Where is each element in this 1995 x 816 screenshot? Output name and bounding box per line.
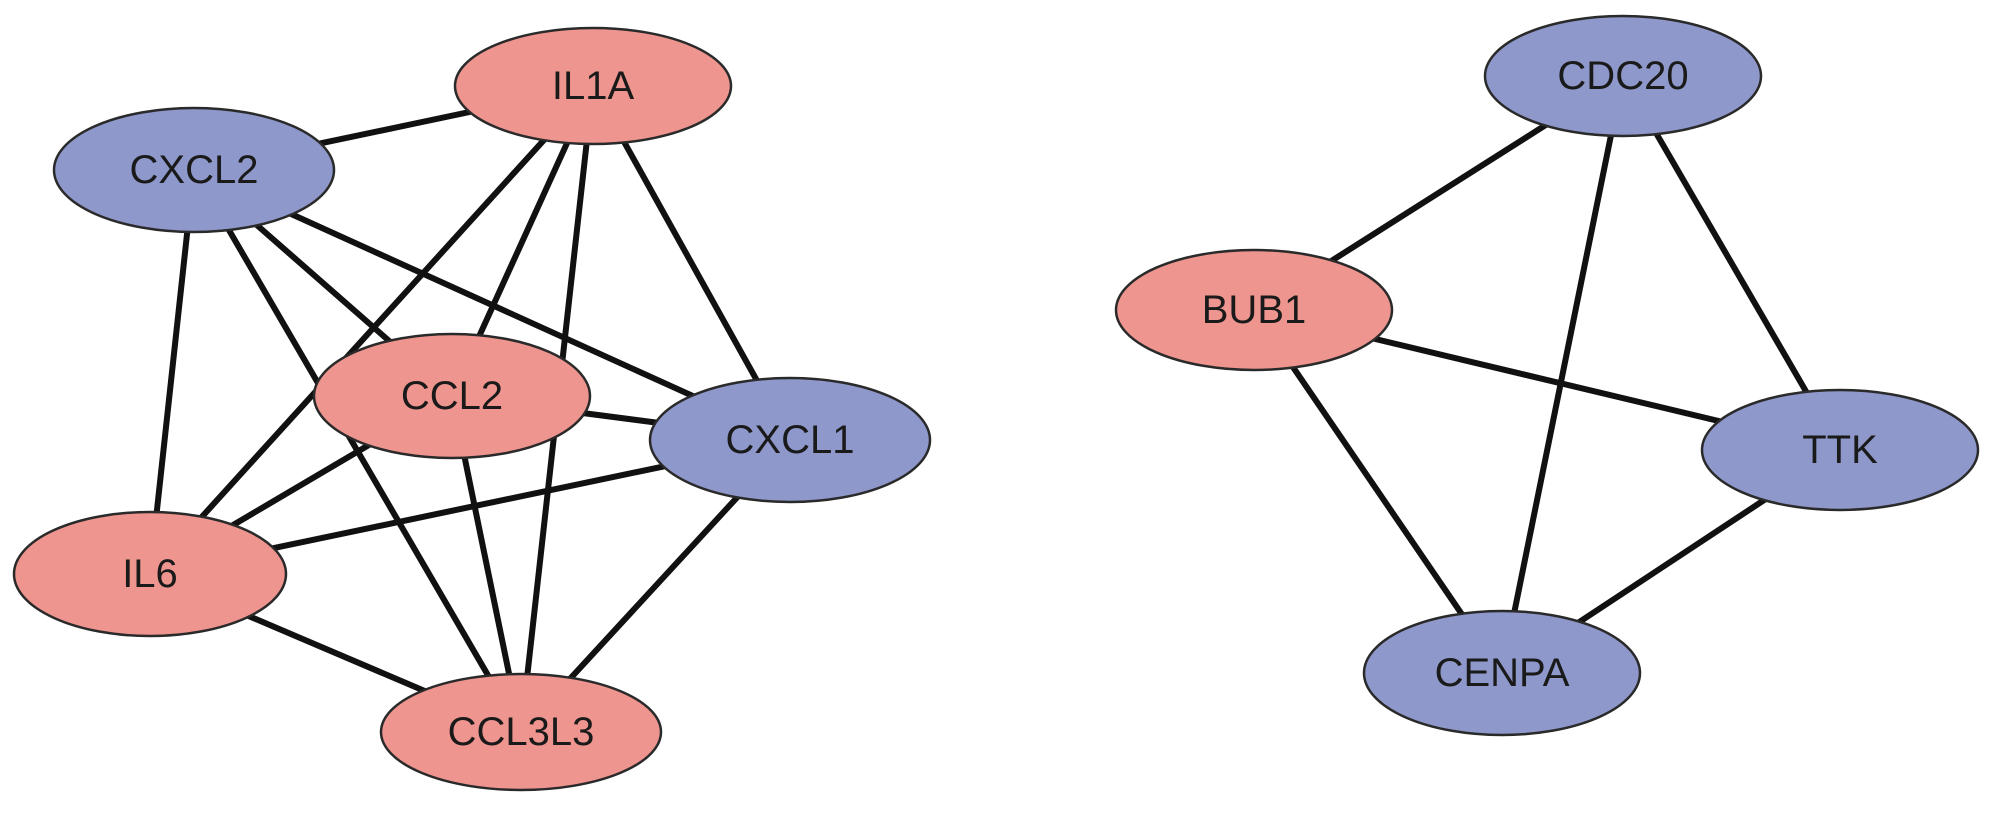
node-ellipse-il1a [453, 26, 733, 146]
node-il1a: IL1A [453, 26, 733, 146]
node-label-cenpa: CENPA [1435, 651, 1570, 695]
node-label-il1a: IL1A [552, 64, 635, 108]
node-cdc20: CDC20 [1483, 14, 1763, 138]
node-ellipse-ttk [1700, 388, 1980, 512]
node-cxcl2: CXCL2 [52, 106, 336, 234]
node-ellipse-cxcl1 [648, 376, 932, 504]
node-ellipse-ccl2 [312, 332, 592, 460]
edge-cdc20-cenpa [1499, 73, 1626, 676]
node-il6: IL6 [12, 510, 288, 638]
node-ellipse-cxcl2 [52, 106, 336, 234]
node-label-ttk: TTK [1802, 428, 1878, 472]
node-ellipse-cenpa [1362, 609, 1642, 737]
node-ttk: TTK [1700, 388, 1980, 512]
node-cxcl1: CXCL1 [648, 376, 932, 504]
node-ccl2: CCL2 [312, 332, 592, 460]
edge-il1a-il6 [147, 83, 596, 577]
node-ellipse-il6 [12, 510, 288, 638]
node-cenpa: CENPA [1362, 609, 1642, 737]
node-ellipse-ccl3l3 [379, 672, 663, 792]
node-label-bub1: BUB1 [1202, 288, 1307, 332]
edge-cxcl2-il6 [147, 167, 197, 577]
node-label-cdc20: CDC20 [1557, 54, 1688, 98]
node-ellipse-cdc20 [1483, 14, 1763, 138]
node-ellipse-bub1 [1114, 248, 1394, 372]
node-label-cxcl1: CXCL1 [726, 418, 855, 462]
node-label-cxcl2: CXCL2 [130, 148, 259, 192]
node-label-il6: IL6 [122, 552, 178, 596]
edge-cdc20-ttk [1620, 73, 1843, 453]
node-label-ccl3l3: CCL3L3 [448, 710, 595, 754]
node-ccl3l3: CCL3L3 [379, 672, 663, 792]
node-label-ccl2: CCL2 [401, 374, 503, 418]
node-bub1: BUB1 [1114, 248, 1394, 372]
